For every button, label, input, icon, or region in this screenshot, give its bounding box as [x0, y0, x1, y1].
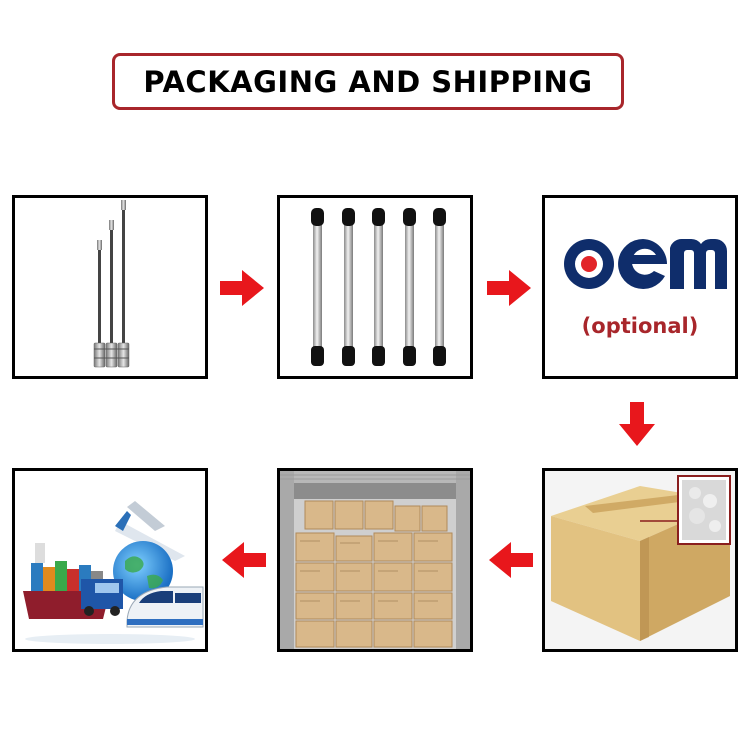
carton-box-illustration — [545, 471, 735, 649]
step-container-loading — [277, 468, 473, 652]
transport-illustration — [15, 471, 205, 649]
step-oem-customization: (optional) — [542, 195, 738, 379]
arrow-down-icon — [617, 402, 657, 448]
rods-illustration — [93, 200, 130, 368]
title-banner: PACKAGING AND SHIPPING — [112, 53, 624, 110]
optional-label: (optional) — [581, 314, 699, 338]
container-illustration — [280, 471, 470, 649]
arrow-right-icon — [220, 268, 266, 308]
arrow-right-icon — [487, 268, 533, 308]
capped-rods-illustration — [311, 208, 446, 366]
page-title: PACKAGING AND SHIPPING — [143, 64, 593, 99]
train-icon — [126, 586, 204, 628]
oem-logo — [564, 238, 727, 289]
arrow-left-icon — [487, 540, 533, 580]
step-shipping-transport — [12, 468, 208, 652]
truck-icon — [81, 579, 123, 616]
arrow-left-icon — [220, 540, 266, 580]
step-carton-box — [542, 468, 738, 652]
step-rods-with-caps — [277, 195, 473, 379]
step-product-rods — [12, 195, 208, 379]
